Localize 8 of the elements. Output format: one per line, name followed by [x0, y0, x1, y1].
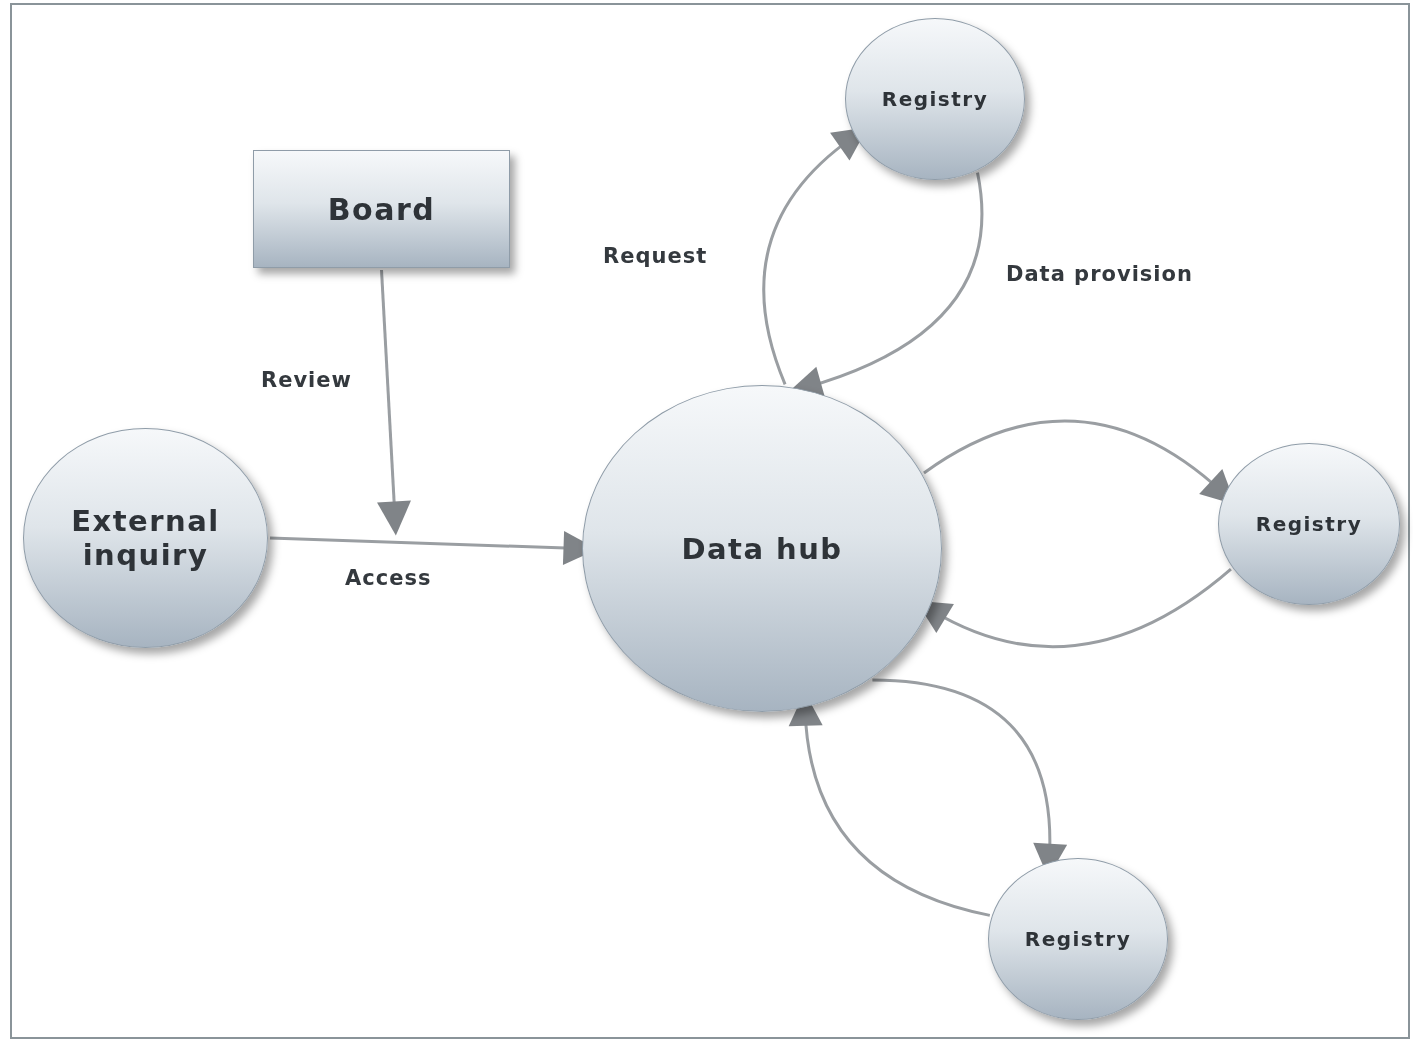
node-label: Board: [327, 191, 436, 227]
node-label: Registry: [881, 87, 989, 111]
board-box: [253, 150, 510, 268]
node-label: Registry: [1024, 927, 1132, 951]
node-label: External inquiry: [70, 504, 221, 572]
node-label: Data hub: [681, 531, 843, 566]
node-label: Registry: [1255, 512, 1363, 536]
arrow: [377, 269, 411, 536]
